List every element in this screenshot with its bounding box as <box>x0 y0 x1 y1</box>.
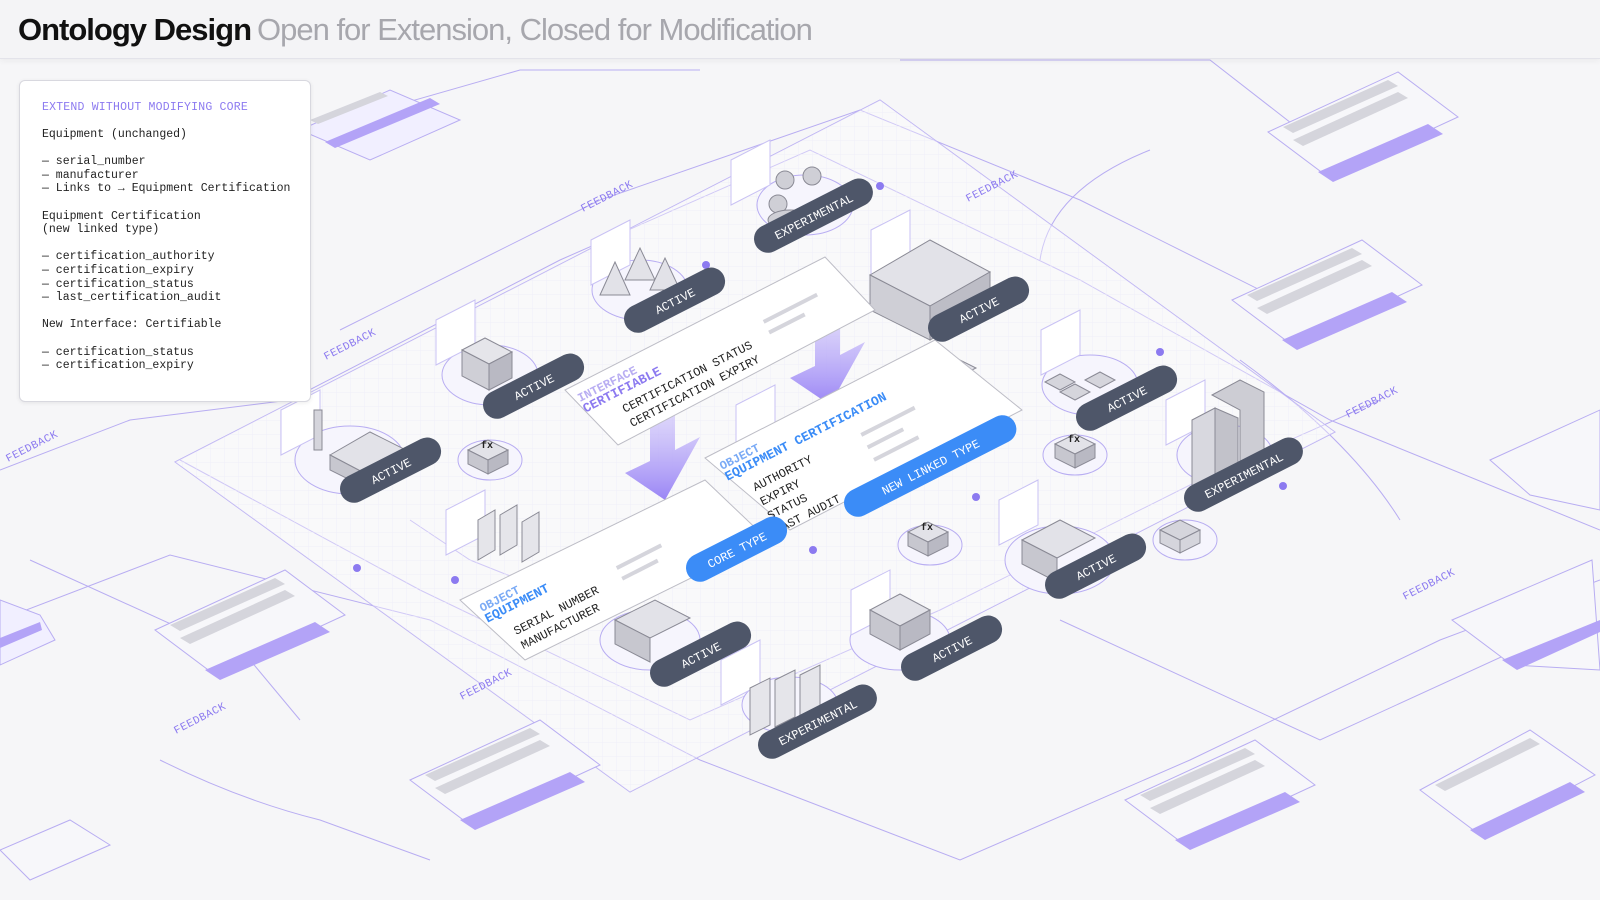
arrow-down-icon <box>625 407 700 500</box>
legend-line: — manufacturer <box>42 168 139 182</box>
code-cards <box>280 139 1206 706</box>
legend-line: — certification_authority <box>42 250 215 264</box>
legend-panel: EXTEND WITHOUT MODIFYING CORE Equipment … <box>19 80 311 402</box>
feedback-label: FEEDBACK <box>579 179 635 215</box>
legend-line: Equipment (unchanged) <box>42 128 187 141</box>
clipboards-icon <box>749 664 821 736</box>
page-title-main: Ontology Design <box>18 12 252 47</box>
legend-title: EXTEND WITHOUT MODIFYING CORE <box>42 101 248 114</box>
feedback-label: FEEDBACK <box>1401 567 1457 603</box>
pipeline-icon <box>1043 371 1117 401</box>
feedback-label: FEEDBACK <box>4 429 60 465</box>
interface-certifiable-card[interactable]: INTERFACE CERTIFIABLE CERTIFICATION STAT… <box>564 256 876 447</box>
truck-icon <box>613 599 692 663</box>
panel-decor <box>0 71 1600 881</box>
feedback-label: FEEDBACK <box>172 701 228 737</box>
legend-line: (new linked type) <box>42 223 160 237</box>
fx-icon: fx <box>481 440 493 452</box>
box-icon <box>460 337 514 391</box>
link-dots <box>353 182 1287 584</box>
extension-arrows <box>625 312 865 500</box>
legend-line: Equipment Certification <box>42 209 201 223</box>
fx-icon: fx <box>921 522 933 534</box>
arrow-down-icon <box>790 312 865 405</box>
legend-line: — certification_status <box>42 277 194 291</box>
legend-line: — Links to → Equipment Certification <box>42 182 291 196</box>
legend-line: — last_certification_audit <box>42 291 222 305</box>
legend-line: — certification_status <box>42 345 194 359</box>
fx-icon: fx <box>1068 434 1080 446</box>
page-subtitle: Open for Extension, Closed for Modificat… <box>257 12 813 47</box>
warning-signs-icon <box>599 246 681 296</box>
legend-line: — certification_expiry <box>42 359 194 373</box>
clipboards-icon <box>477 504 540 563</box>
parcels-icon <box>868 593 932 651</box>
legend-line: — serial_number <box>42 155 146 169</box>
parcels-icon <box>1158 519 1202 554</box>
legend-line: New Interface: Certifiable <box>42 318 222 332</box>
legend-line: — certification_expiry <box>42 263 194 277</box>
feedback-label: FEEDBACK <box>1344 385 1400 421</box>
